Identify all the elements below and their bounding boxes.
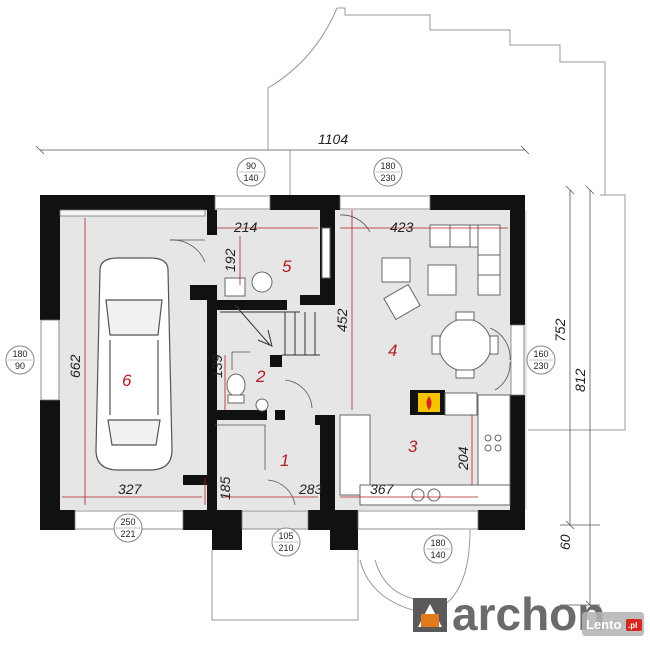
archon-logo: archon: [413, 588, 605, 640]
armchairs: [381, 257, 457, 321]
archon-wordmark: archon: [452, 588, 605, 640]
dim-room5-height: 192: [222, 248, 238, 272]
dim-garage-height: 662: [67, 354, 83, 378]
dim-kitchen-width: 367: [370, 481, 395, 497]
svg-text:140: 140: [430, 550, 445, 560]
terrace-outline: [267, 7, 626, 431]
kitchen: [339, 394, 511, 506]
room-2-label: 2: [255, 367, 266, 386]
lento-watermark: Lento .pl: [582, 612, 644, 636]
svg-text:Lento: Lento: [586, 617, 621, 632]
walls: [40, 195, 525, 550]
car: [95, 257, 173, 471]
dim-hall-width: 283: [298, 481, 323, 497]
fireplace: [410, 390, 478, 416]
window-label-top-left: 90 140: [236, 157, 266, 187]
svg-text:210: 210: [278, 543, 293, 553]
svg-text:140: 140: [243, 173, 258, 183]
room-5-label: 5: [282, 257, 292, 276]
dim-total-width-label: 1104: [318, 131, 348, 147]
svg-text:250: 250: [120, 517, 135, 527]
room-4-label: 4: [388, 341, 397, 360]
room-3-label: 3: [408, 437, 418, 456]
dim-garage-width: 327: [118, 481, 143, 497]
sofa: [429, 224, 501, 296]
svg-text:105: 105: [278, 531, 293, 541]
svg-text:221: 221: [120, 529, 135, 539]
svg-text:180: 180: [12, 349, 27, 359]
dim-kitchen-height: 204: [455, 446, 471, 471]
window-label-entry: 105 210: [271, 527, 301, 557]
dim-right: [560, 185, 600, 610]
window-label-right: 160 230: [526, 345, 556, 375]
dim-living-width: 423: [390, 219, 414, 235]
window-label-kitchen-bottom: 180 140: [423, 534, 453, 564]
dim-living-height: 452: [334, 308, 350, 332]
window-label-top-mid: 180 230: [373, 157, 403, 187]
svg-text:.pl: .pl: [628, 621, 637, 630]
dim-752-label: 752: [552, 318, 568, 342]
dim-room5-width: 214: [233, 219, 258, 235]
room-1-label: 1: [280, 451, 289, 470]
room-6-label: 6: [122, 371, 132, 390]
stairs: [220, 304, 320, 356]
dim-room2-height: 139: [209, 354, 225, 378]
svg-text:230: 230: [533, 361, 548, 371]
window-label-left: 180 90: [5, 345, 35, 375]
dim-lines: [62, 210, 508, 505]
svg-text:160: 160: [533, 349, 548, 359]
svg-text:230: 230: [380, 173, 395, 183]
dim-total-width: [35, 145, 530, 155]
svg-text:180: 180: [430, 538, 445, 548]
dim-60-label: 60: [557, 534, 573, 550]
doors: [169, 214, 511, 506]
dim-door-185: 185: [217, 476, 233, 500]
svg-text:180: 180: [380, 161, 395, 171]
svg-text:90: 90: [15, 361, 25, 371]
svg-text:90: 90: [246, 161, 256, 171]
windows: [40, 195, 525, 530]
dim-812-label: 812: [572, 368, 588, 392]
window-label-garage-bottom: 250 221: [113, 513, 143, 543]
dining-table: [431, 311, 499, 379]
